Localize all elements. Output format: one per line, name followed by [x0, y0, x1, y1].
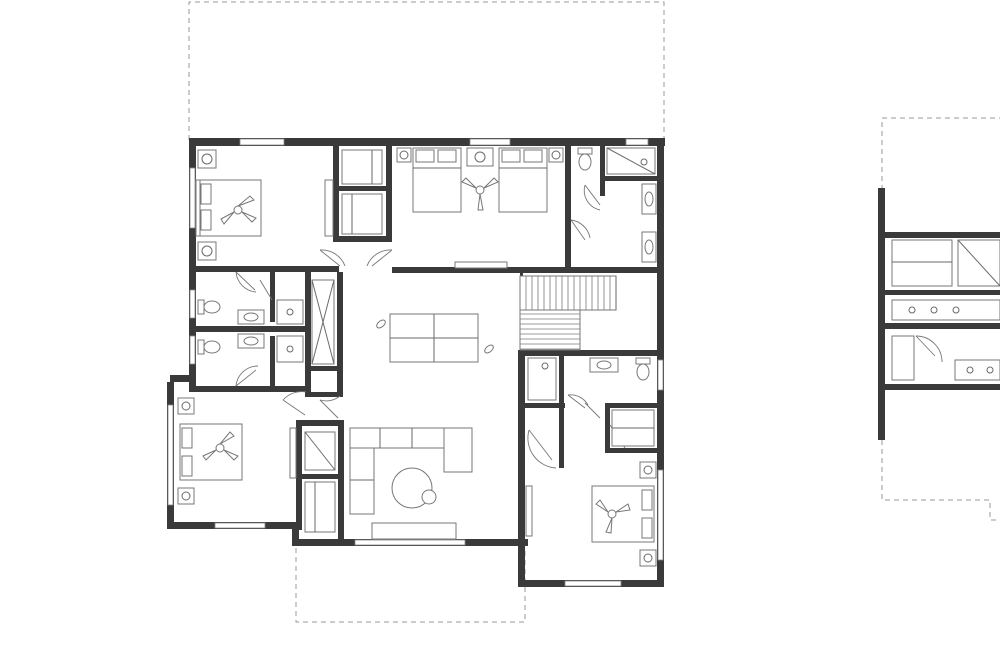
sink-icon	[641, 183, 657, 263]
closet-shelves	[341, 149, 383, 235]
round-table-icon	[391, 467, 437, 509]
plant-icon	[376, 319, 494, 354]
sink-icon	[237, 309, 265, 349]
closet-shelves	[304, 431, 336, 533]
nightstand-lamp-icon	[639, 461, 657, 567]
closet-shelves	[611, 409, 655, 447]
shower-icon	[606, 147, 656, 175]
toilet-icon	[577, 147, 593, 171]
dresser	[525, 485, 533, 537]
tv-console-icon	[454, 261, 508, 269]
adjacent-plan	[878, 188, 1000, 440]
bed-icon	[591, 485, 655, 543]
ceiling-fan-icon	[220, 195, 257, 225]
nightstand-lamp-icon	[396, 147, 564, 167]
linen-closet	[311, 279, 335, 365]
table-icon	[389, 313, 479, 363]
windows	[167, 138, 664, 587]
shower-icon	[527, 357, 557, 401]
dresser	[289, 427, 297, 479]
stair-icon	[519, 275, 617, 351]
bed-icon	[195, 179, 262, 237]
ceiling-fan-icon	[461, 177, 499, 211]
tv-console-icon	[371, 522, 457, 540]
bed-icon	[412, 147, 462, 213]
sink-icon	[589, 357, 619, 373]
ceiling-fan-icon	[202, 431, 239, 461]
sectional-sofa-icon	[349, 427, 473, 515]
toilet-icon	[197, 299, 221, 355]
ceiling-fan-icon	[595, 499, 631, 534]
bed-icon	[498, 147, 548, 213]
nightstand-lamp-icon	[197, 149, 217, 261]
shower-icon	[276, 299, 304, 363]
dresser	[324, 179, 334, 237]
toilet-icon	[635, 357, 651, 381]
nightstand-lamp-icon	[177, 397, 195, 505]
dashed-outlines	[188, 1, 1000, 623]
